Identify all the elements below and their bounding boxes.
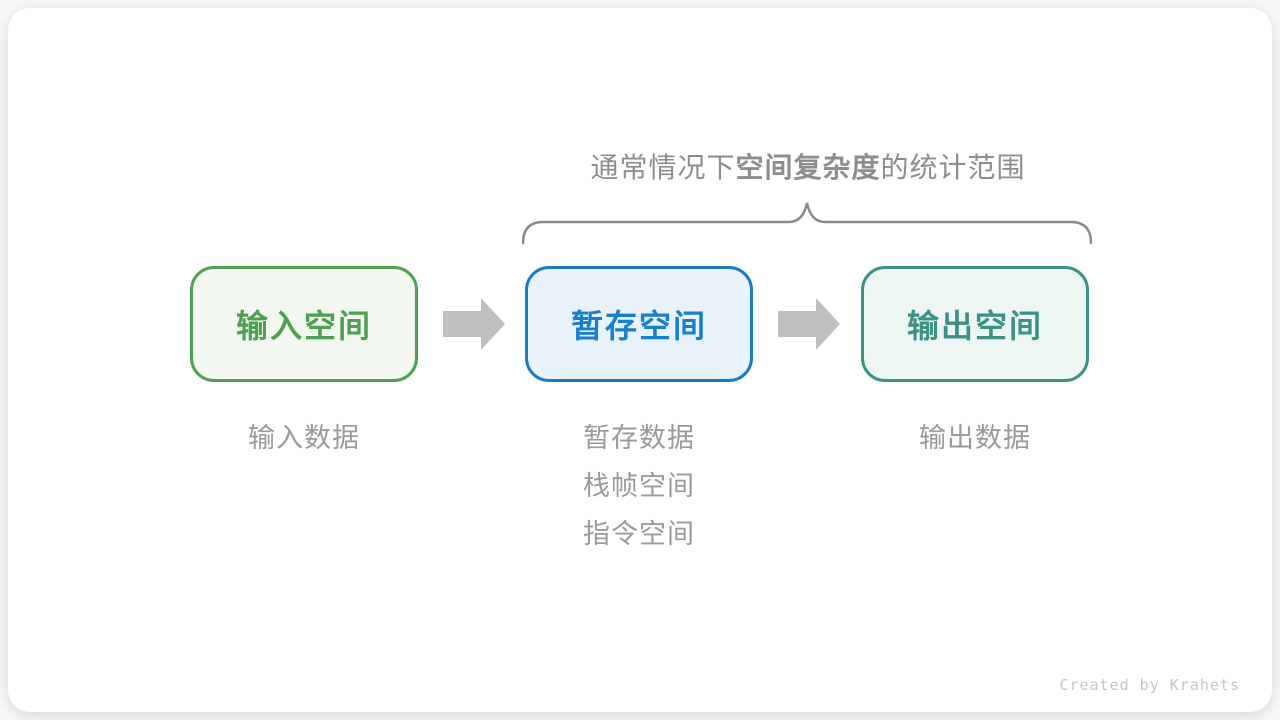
right-arrow-icon	[443, 298, 505, 350]
input-space-box: 输入空间	[190, 266, 418, 382]
credit-text: Created by Krahets	[1059, 676, 1240, 694]
output-caption-column: 输出数据	[861, 414, 1089, 462]
caption-temp-data: 暂存数据	[583, 423, 695, 453]
caption-output-data: 输出数据	[919, 423, 1031, 453]
caption-stack-frame-space: 栈帧空间	[583, 471, 695, 501]
scope-title-prefix: 通常情况下	[590, 152, 736, 183]
right-arrow-icon	[778, 298, 840, 350]
scope-title-suffix: 的统计范围	[880, 152, 1026, 183]
scope-title: 通常情况下空间复杂度的统计范围	[525, 146, 1091, 186]
curly-brace-icon	[522, 202, 1092, 245]
temp-space-label: 暂存空间	[570, 308, 707, 344]
input-caption-column: 输入数据	[190, 414, 418, 462]
temp-caption-column: 暂存数据 栈帧空间 指令空间	[525, 414, 753, 558]
temp-space-box: 暂存空间	[525, 266, 753, 382]
scope-title-bold: 空间复杂度	[735, 152, 881, 183]
output-space-box: 输出空间	[861, 266, 1089, 382]
output-space-label: 输出空间	[906, 308, 1043, 344]
input-space-label: 输入空间	[235, 308, 372, 344]
caption-input-data: 输入数据	[248, 423, 360, 453]
caption-instruction-space: 指令空间	[583, 519, 695, 549]
